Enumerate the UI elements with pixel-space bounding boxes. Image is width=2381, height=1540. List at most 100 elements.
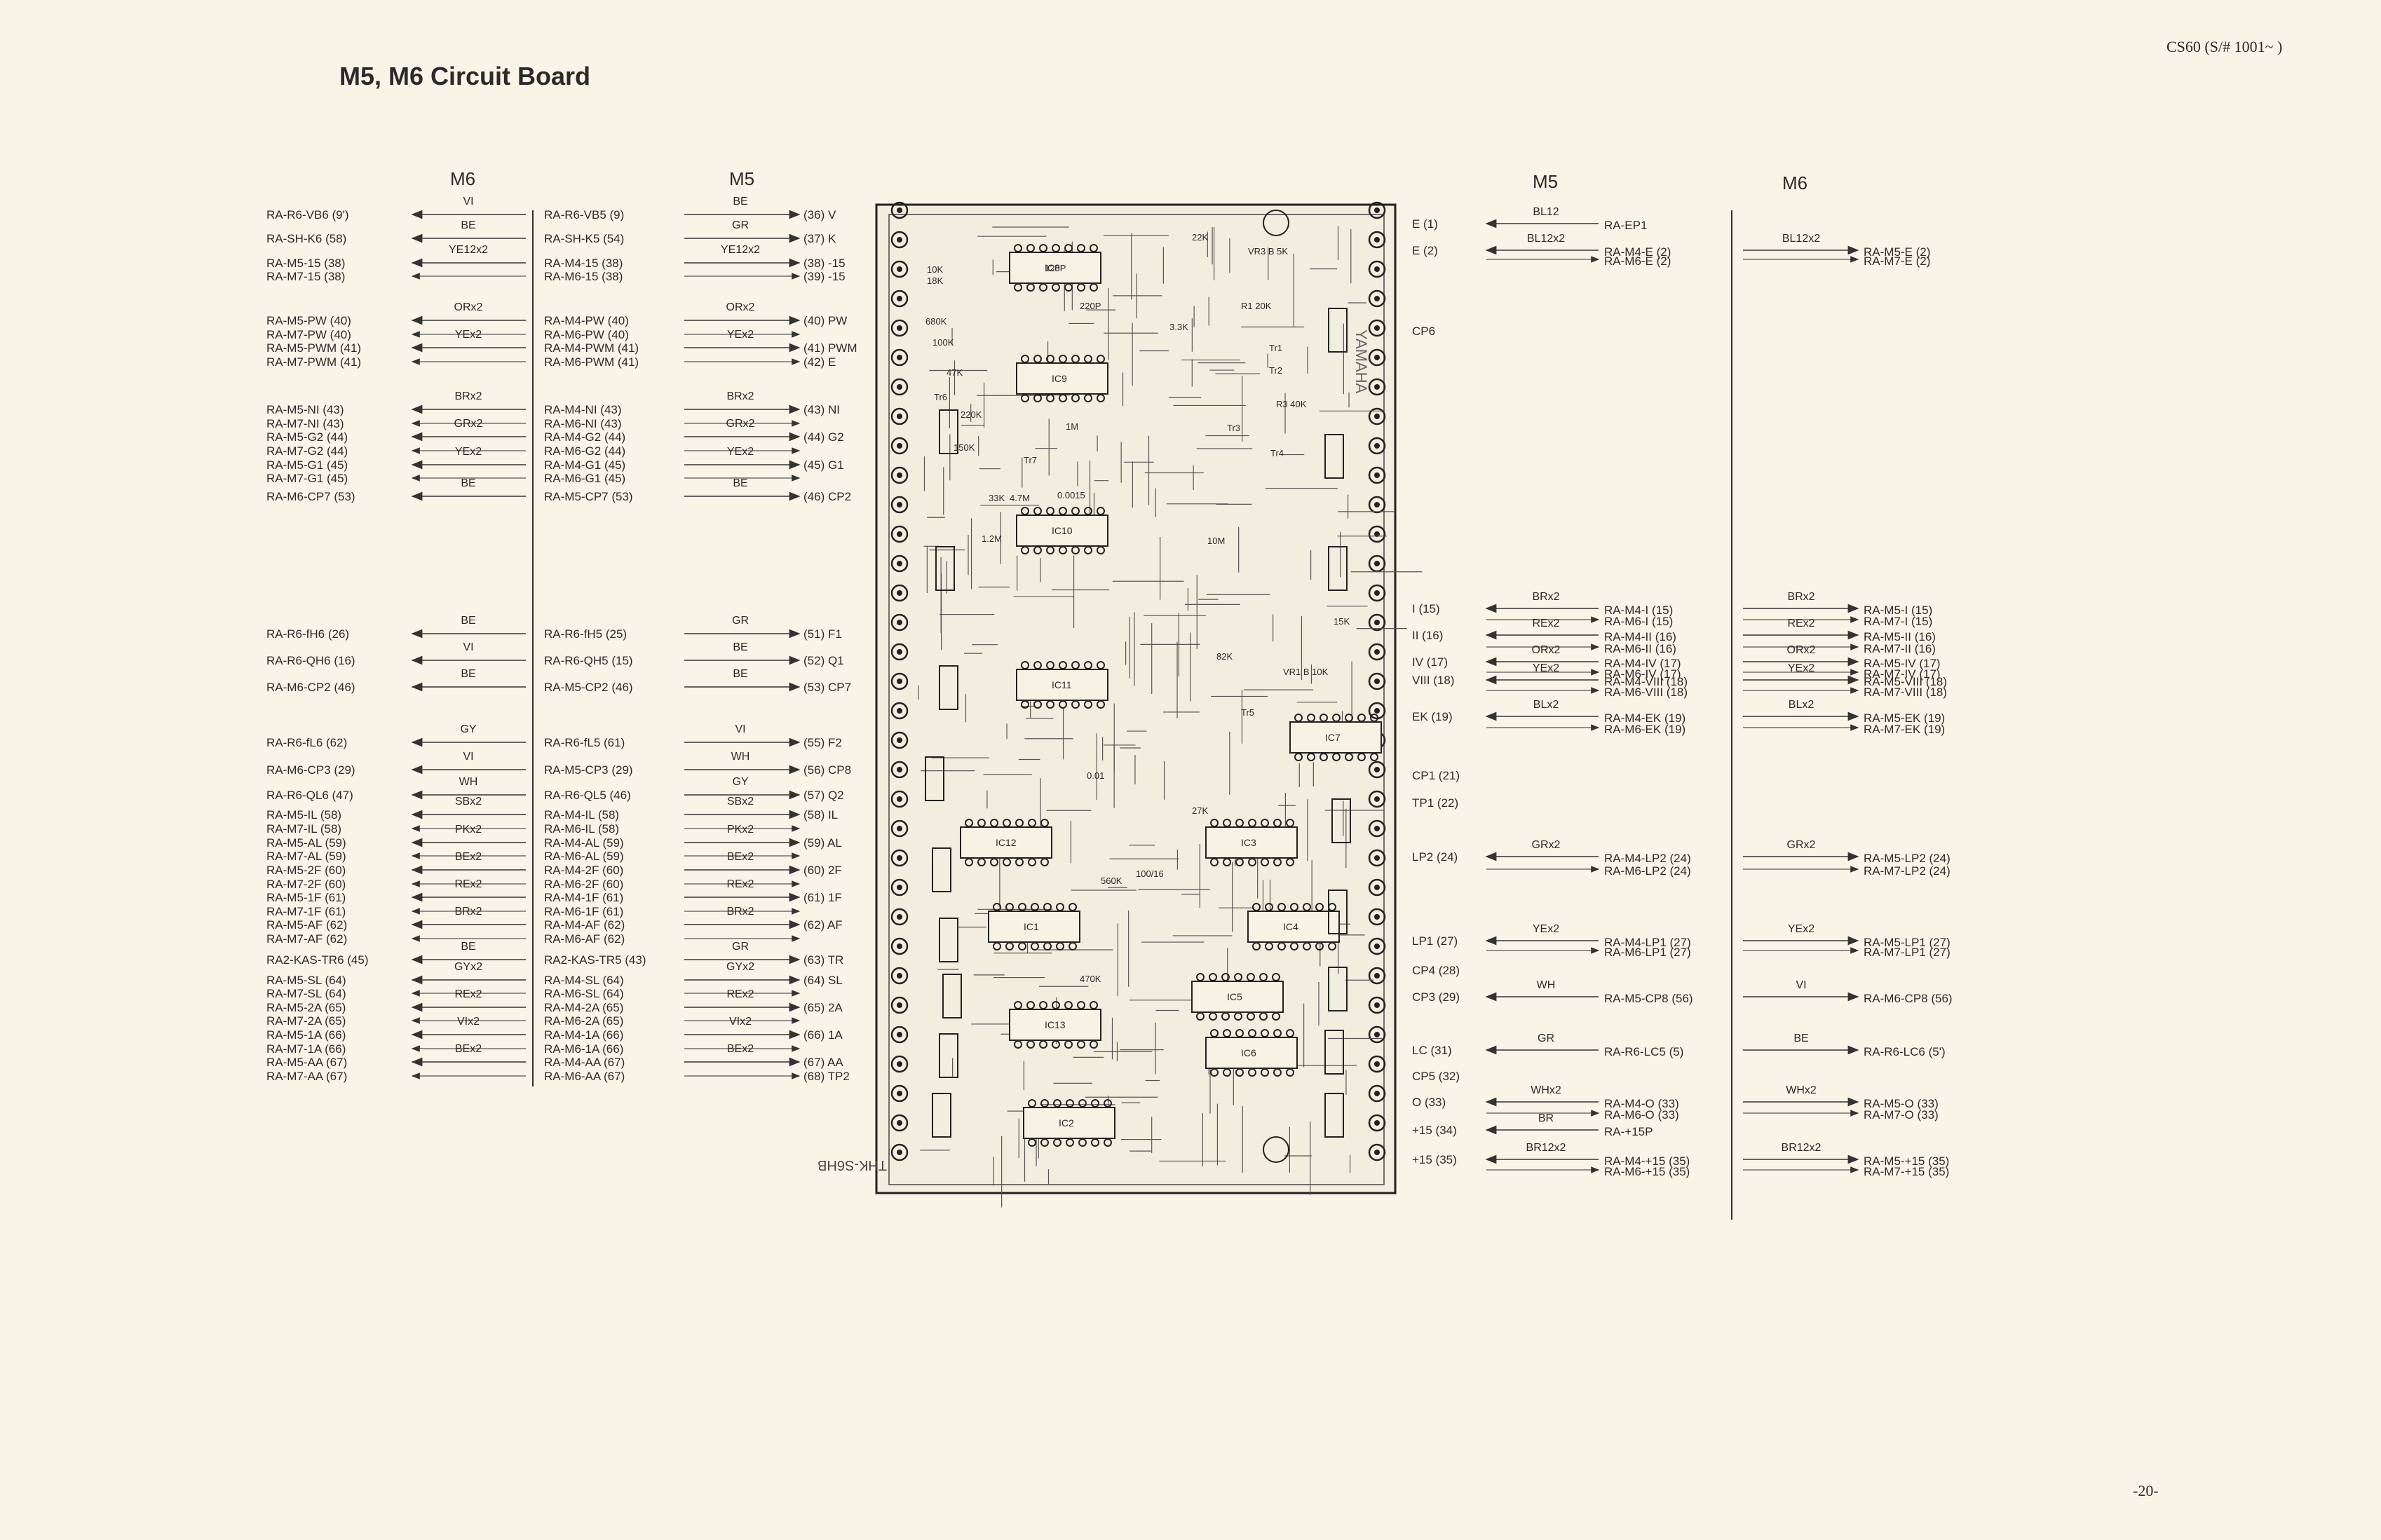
left-m6-destination: RA-M5-2F (60) xyxy=(266,864,346,877)
left-m5-wire-color: REx2 xyxy=(726,878,754,890)
left-m6-destination: RA-M7-15 (38) xyxy=(266,270,346,283)
pad-right xyxy=(1368,466,1386,484)
ic-pin xyxy=(965,858,973,866)
right-m5-destination: RA-M4-IV (17) xyxy=(1604,657,1681,670)
ic-pin xyxy=(1059,661,1067,669)
right-board-pin: I (15) xyxy=(1412,602,1440,615)
pad-left xyxy=(890,348,909,367)
right-m6-destination: RA-M5-IV (17) xyxy=(1864,657,1941,670)
ic-pin xyxy=(1272,973,1280,981)
ic-package xyxy=(1009,1009,1101,1041)
pad-left xyxy=(890,672,909,690)
left-m5-destination: RA-M4-15 (38) xyxy=(544,257,623,270)
right-m5-destination: RA-M5-CP8 (56) xyxy=(1604,992,1693,1005)
left-m5-header: M5 xyxy=(728,168,755,189)
pad-left xyxy=(897,296,902,301)
ic-pin xyxy=(1015,858,1024,866)
pcb-part-label: 27K xyxy=(1192,805,1209,816)
ic-pin xyxy=(1370,714,1378,722)
left-m6-destination: RA-M7-2F (60) xyxy=(266,878,346,891)
pad-left xyxy=(897,443,902,449)
pcb-part-label: R1 20K xyxy=(1241,301,1272,311)
pcb-part-label: 33K xyxy=(989,493,1005,503)
pad-left xyxy=(890,967,909,985)
pcb-part-label: 1M xyxy=(1066,421,1079,432)
right-m5-wire-color: GR xyxy=(1538,1033,1554,1044)
ic-pin xyxy=(1286,1029,1294,1037)
right-m5-wire-color: BR12x2 xyxy=(1526,1142,1566,1154)
ic-pin xyxy=(1071,546,1080,554)
ic-pin xyxy=(1031,942,1039,950)
ic-pin xyxy=(1077,244,1085,252)
ic-pin xyxy=(1052,1001,1060,1009)
left-board-pin: (43) NI xyxy=(803,403,840,416)
ic-pin xyxy=(1345,753,1353,761)
left-m5-destination: RA-M6-1A (66) xyxy=(544,1042,624,1056)
pad-right xyxy=(1368,319,1386,337)
left-m6-destination: RA-M5-2A (65) xyxy=(266,1001,346,1014)
right-board-pin: II (16) xyxy=(1412,629,1444,642)
ic-pin xyxy=(1059,507,1067,515)
left-m5-destination: RA-M6-IL (58) xyxy=(544,822,620,836)
left-m5-destination: RA-M4-G2 (44) xyxy=(544,430,626,444)
ic-pin xyxy=(1059,700,1067,709)
right-m6-wire-color: YEx2 xyxy=(1787,923,1815,935)
ic-pin xyxy=(1028,858,1036,866)
trimmer-pot xyxy=(939,665,958,710)
pcb-part-label: 100K xyxy=(932,337,954,348)
left-m5-destination: RA-M6-AF (62) xyxy=(544,932,625,946)
left-m6-destination: RA-M5-15 (38) xyxy=(266,257,346,270)
left-m5-destination: RA-M6-1F (61) xyxy=(544,905,624,918)
pad-right xyxy=(1374,943,1380,949)
pad-left xyxy=(897,826,902,831)
left-m5-wire-color: BE xyxy=(733,668,748,680)
ic-pin xyxy=(1028,1099,1036,1108)
ic-package xyxy=(1016,362,1108,395)
pad-right xyxy=(1368,260,1386,278)
ic-pin xyxy=(1071,394,1080,402)
ic-pin xyxy=(1066,1138,1074,1147)
pad-left xyxy=(897,414,902,419)
pad-right xyxy=(1374,1032,1380,1037)
right-m6-wire-color: WHx2 xyxy=(1786,1084,1817,1096)
right-m6-destination: RA-M7-IV (17) xyxy=(1864,667,1941,681)
pad-left xyxy=(897,590,902,596)
pad-left xyxy=(890,1114,909,1132)
pad-right xyxy=(1368,289,1386,308)
right-board-pin: TP1 (22) xyxy=(1412,796,1459,810)
pcb-part-label: 18K xyxy=(927,275,944,286)
ic-pin xyxy=(1033,661,1042,669)
left-m6-destination: RA-M7-AA (67) xyxy=(266,1070,348,1083)
ic-pin xyxy=(1014,1001,1022,1009)
left-m6-wire-color: GYx2 xyxy=(454,961,482,973)
pad-left xyxy=(890,289,909,308)
ic-pin xyxy=(1223,1068,1231,1077)
ic-pin xyxy=(1033,355,1042,363)
ic-pin xyxy=(1021,546,1029,554)
pad-left xyxy=(890,525,909,543)
left-m5-wire-color: GRx2 xyxy=(726,418,755,430)
ic-pin xyxy=(990,819,998,827)
ic-label: IC10 xyxy=(1052,525,1073,536)
right-m6-header: M6 xyxy=(1782,172,1808,193)
pad-left xyxy=(890,554,909,573)
pad-right xyxy=(1374,796,1380,802)
ic-pin xyxy=(1059,546,1067,554)
right-m5-wire-color: YEx2 xyxy=(1532,662,1560,674)
ic-pin xyxy=(1005,942,1014,950)
right-m5-destination: RA-M6-VIII (18) xyxy=(1604,686,1688,699)
right-m6-wire-color: BR12x2 xyxy=(1781,1142,1822,1154)
ic-pin xyxy=(1066,1099,1074,1108)
left-m5-wire-color: GR xyxy=(732,219,749,231)
right-m5-destination: RA-M4-LP2 (24) xyxy=(1604,852,1691,865)
pad-right xyxy=(1368,1143,1386,1161)
ic-pin xyxy=(1097,700,1105,709)
pcb-part-label: 220K xyxy=(961,409,982,420)
right-m6-destination: RA-M5-II (16) xyxy=(1864,630,1936,643)
right-board-pin: CP5 (32) xyxy=(1412,1070,1460,1083)
pad-left xyxy=(897,325,902,331)
ic-package xyxy=(1191,981,1284,1013)
pad-right xyxy=(1374,885,1380,890)
pad-right xyxy=(1368,1055,1386,1073)
left-m6-wire-color: REx2 xyxy=(454,878,482,890)
